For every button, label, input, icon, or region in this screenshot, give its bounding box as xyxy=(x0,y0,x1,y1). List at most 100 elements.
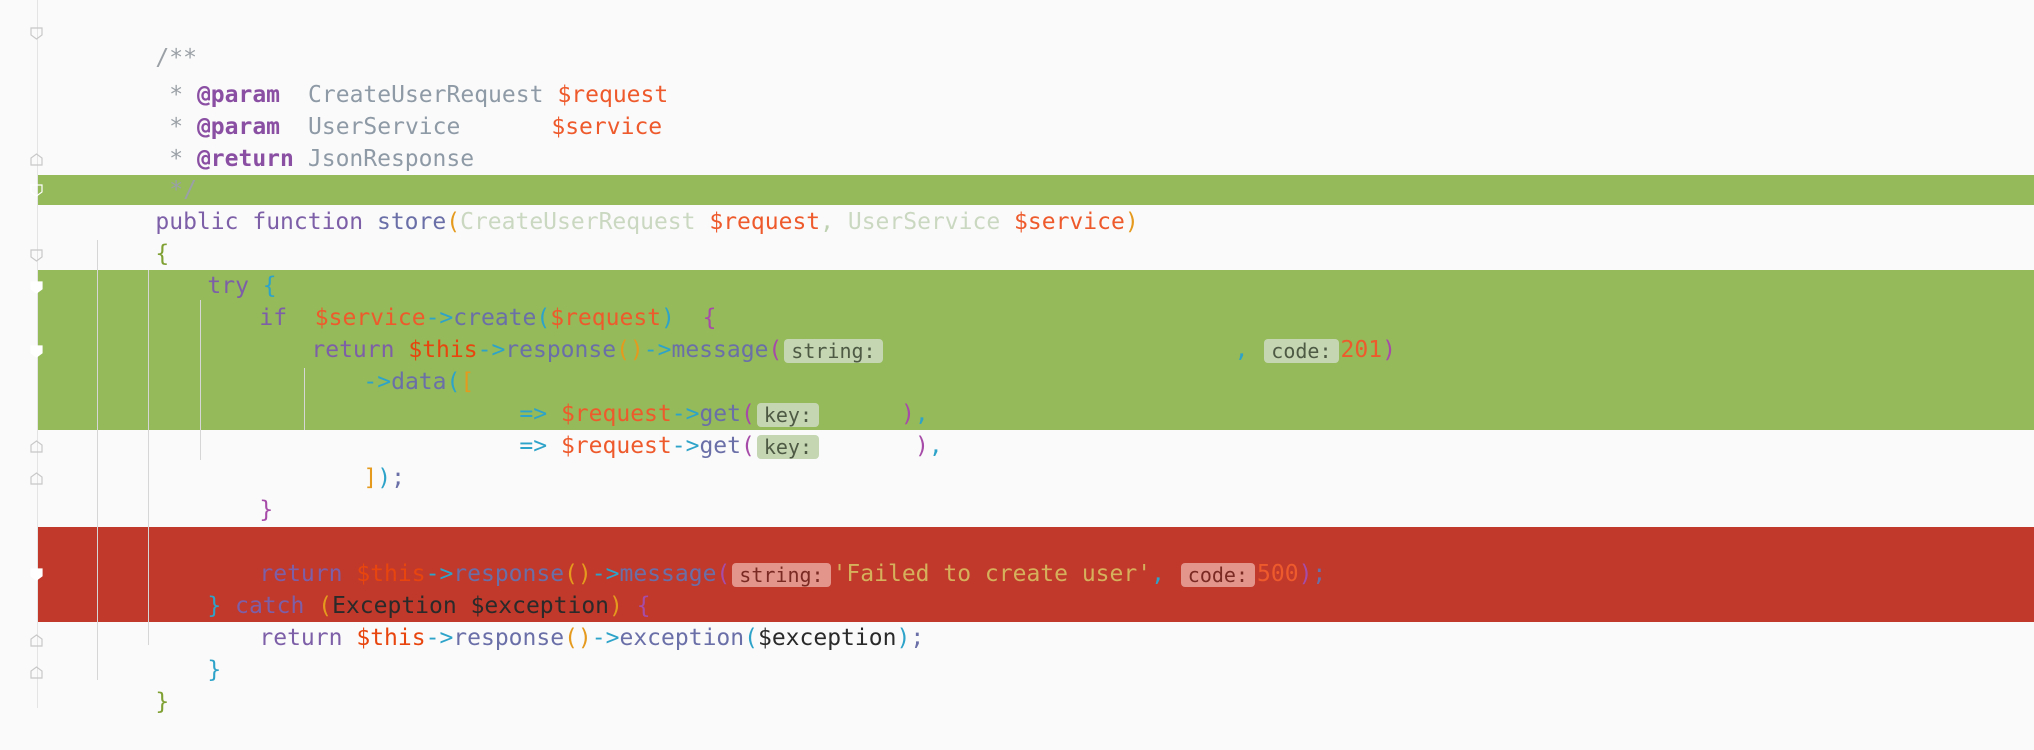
paren-close: ) xyxy=(1382,337,1396,363)
brace-close: } xyxy=(207,593,222,619)
indent-guide xyxy=(148,270,149,645)
code-line-15[interactable]: } xyxy=(100,462,273,523)
code-line-5[interactable]: */ xyxy=(100,142,197,203)
code-line-11[interactable]: ->data([ xyxy=(100,334,474,395)
paren-open: ( xyxy=(768,337,783,363)
code-line-12[interactable]: => $request->get(key:), xyxy=(100,366,928,427)
semicolon: ; xyxy=(391,465,405,491)
bracket-close: ] xyxy=(363,465,378,491)
code-line-1[interactable]: /** xyxy=(100,10,197,71)
doc-tag: @param xyxy=(196,82,281,108)
variable-this: $this xyxy=(356,625,426,651)
variable-service: $service xyxy=(314,305,426,331)
fold-marker-icon[interactable] xyxy=(30,249,43,262)
keyword-return: return xyxy=(259,561,343,587)
brace-open: { xyxy=(636,593,651,619)
code-line-9[interactable]: if $service->create($request) { xyxy=(100,270,716,331)
comma: , xyxy=(1234,337,1249,363)
code-line-18[interactable]: } catch (Exception $exception) { xyxy=(100,558,650,619)
code-line-8[interactable]: try { xyxy=(100,238,276,299)
parens: () xyxy=(564,625,592,651)
param-hint-code: code: xyxy=(1180,562,1256,587)
paren-close: ) xyxy=(609,593,623,619)
code-line-10[interactable]: return $this->response()->message(string… xyxy=(100,302,1396,363)
code-line-13[interactable]: => $request->get(key:), xyxy=(100,398,942,459)
code-line-21[interactable]: } xyxy=(100,654,169,715)
function-name: store xyxy=(376,209,447,235)
arrow-operator: -> xyxy=(671,401,700,427)
variable-this: $this xyxy=(408,337,478,363)
arrow-operator: -> xyxy=(671,433,700,459)
variable-request: $request xyxy=(560,401,672,427)
indent-guide xyxy=(97,240,98,680)
fold-marker-icon[interactable] xyxy=(30,345,43,358)
paren-open: ( xyxy=(318,593,333,619)
fold-marker-icon[interactable] xyxy=(30,472,43,485)
fold-marker-icon[interactable] xyxy=(30,27,43,40)
paren-open: ( xyxy=(446,369,461,395)
doc-type: JsonResponse xyxy=(307,146,475,172)
method-response: response xyxy=(505,337,617,363)
variable-exception: $exception xyxy=(757,625,897,651)
doc-type: UserService xyxy=(308,114,461,140)
bracket-open: [ xyxy=(460,369,475,395)
fold-marker-icon[interactable] xyxy=(30,153,43,166)
keyword-try: try xyxy=(207,273,249,299)
fold-marker-icon[interactable] xyxy=(30,634,43,647)
parens: () xyxy=(616,337,644,363)
code-line-20[interactable]: } xyxy=(100,622,221,683)
paren-close: ) xyxy=(377,465,392,491)
keyword-function: function xyxy=(252,209,364,235)
doc-variable: $request xyxy=(557,82,669,108)
indent-guide xyxy=(304,368,305,430)
code-line-14[interactable]: ]); xyxy=(100,430,405,491)
fold-marker-icon[interactable] xyxy=(30,184,43,197)
paren-open: ( xyxy=(744,625,758,651)
fold-marker-icon[interactable] xyxy=(30,666,43,679)
method-exception: exception xyxy=(619,625,745,651)
paren-open: ( xyxy=(740,433,755,459)
fold-marker-icon[interactable] xyxy=(30,568,43,581)
arrow-operator: -> xyxy=(425,305,454,331)
fat-arrow: => xyxy=(519,401,548,427)
paren-close: ) xyxy=(1124,209,1139,235)
code-line-7[interactable]: { xyxy=(100,206,169,267)
parens: () xyxy=(564,561,592,587)
method-message: message xyxy=(619,561,717,587)
argument-request: $request xyxy=(550,305,662,331)
arrow-operator: -> xyxy=(477,337,506,363)
doc-tag: @return xyxy=(196,146,294,172)
code-line-17[interactable]: return $this->response()->message(string… xyxy=(100,526,1326,587)
brace-open: { xyxy=(702,305,717,331)
doc-star: * xyxy=(155,146,197,172)
arrow-operator: -> xyxy=(425,625,454,651)
paren-close: ) xyxy=(661,305,675,331)
success-highlight-signature xyxy=(38,175,2034,205)
keyword-catch: catch xyxy=(235,593,305,619)
comma: , xyxy=(914,401,929,427)
code-line-19[interactable]: return $this->response()->exception($exc… xyxy=(100,590,924,651)
variable-exception: $exception xyxy=(470,593,610,619)
brace-close: } xyxy=(155,689,170,715)
code-line-6[interactable]: public function store(CreateUserRequest … xyxy=(100,174,1138,235)
method-create: create xyxy=(453,305,537,331)
doc-comment-open: /** xyxy=(155,45,197,71)
param-hint-key: key: xyxy=(756,434,820,459)
method-response: response xyxy=(453,625,565,651)
indent-guide xyxy=(200,300,201,460)
paren-open: ( xyxy=(536,305,551,331)
method-get: get xyxy=(699,433,741,459)
arrow-operator: -> xyxy=(363,369,392,395)
method-data: data xyxy=(391,369,447,395)
method-message: message xyxy=(671,337,769,363)
fold-marker-icon[interactable] xyxy=(30,440,43,453)
semicolon: ; xyxy=(1312,561,1327,587)
doc-star: * xyxy=(155,114,197,140)
code-line-4[interactable]: * @return JsonResponse xyxy=(100,111,474,172)
doc-tag: @param xyxy=(196,114,281,140)
paren-close: ) xyxy=(1298,561,1313,587)
fold-marker-icon[interactable] xyxy=(30,281,43,294)
